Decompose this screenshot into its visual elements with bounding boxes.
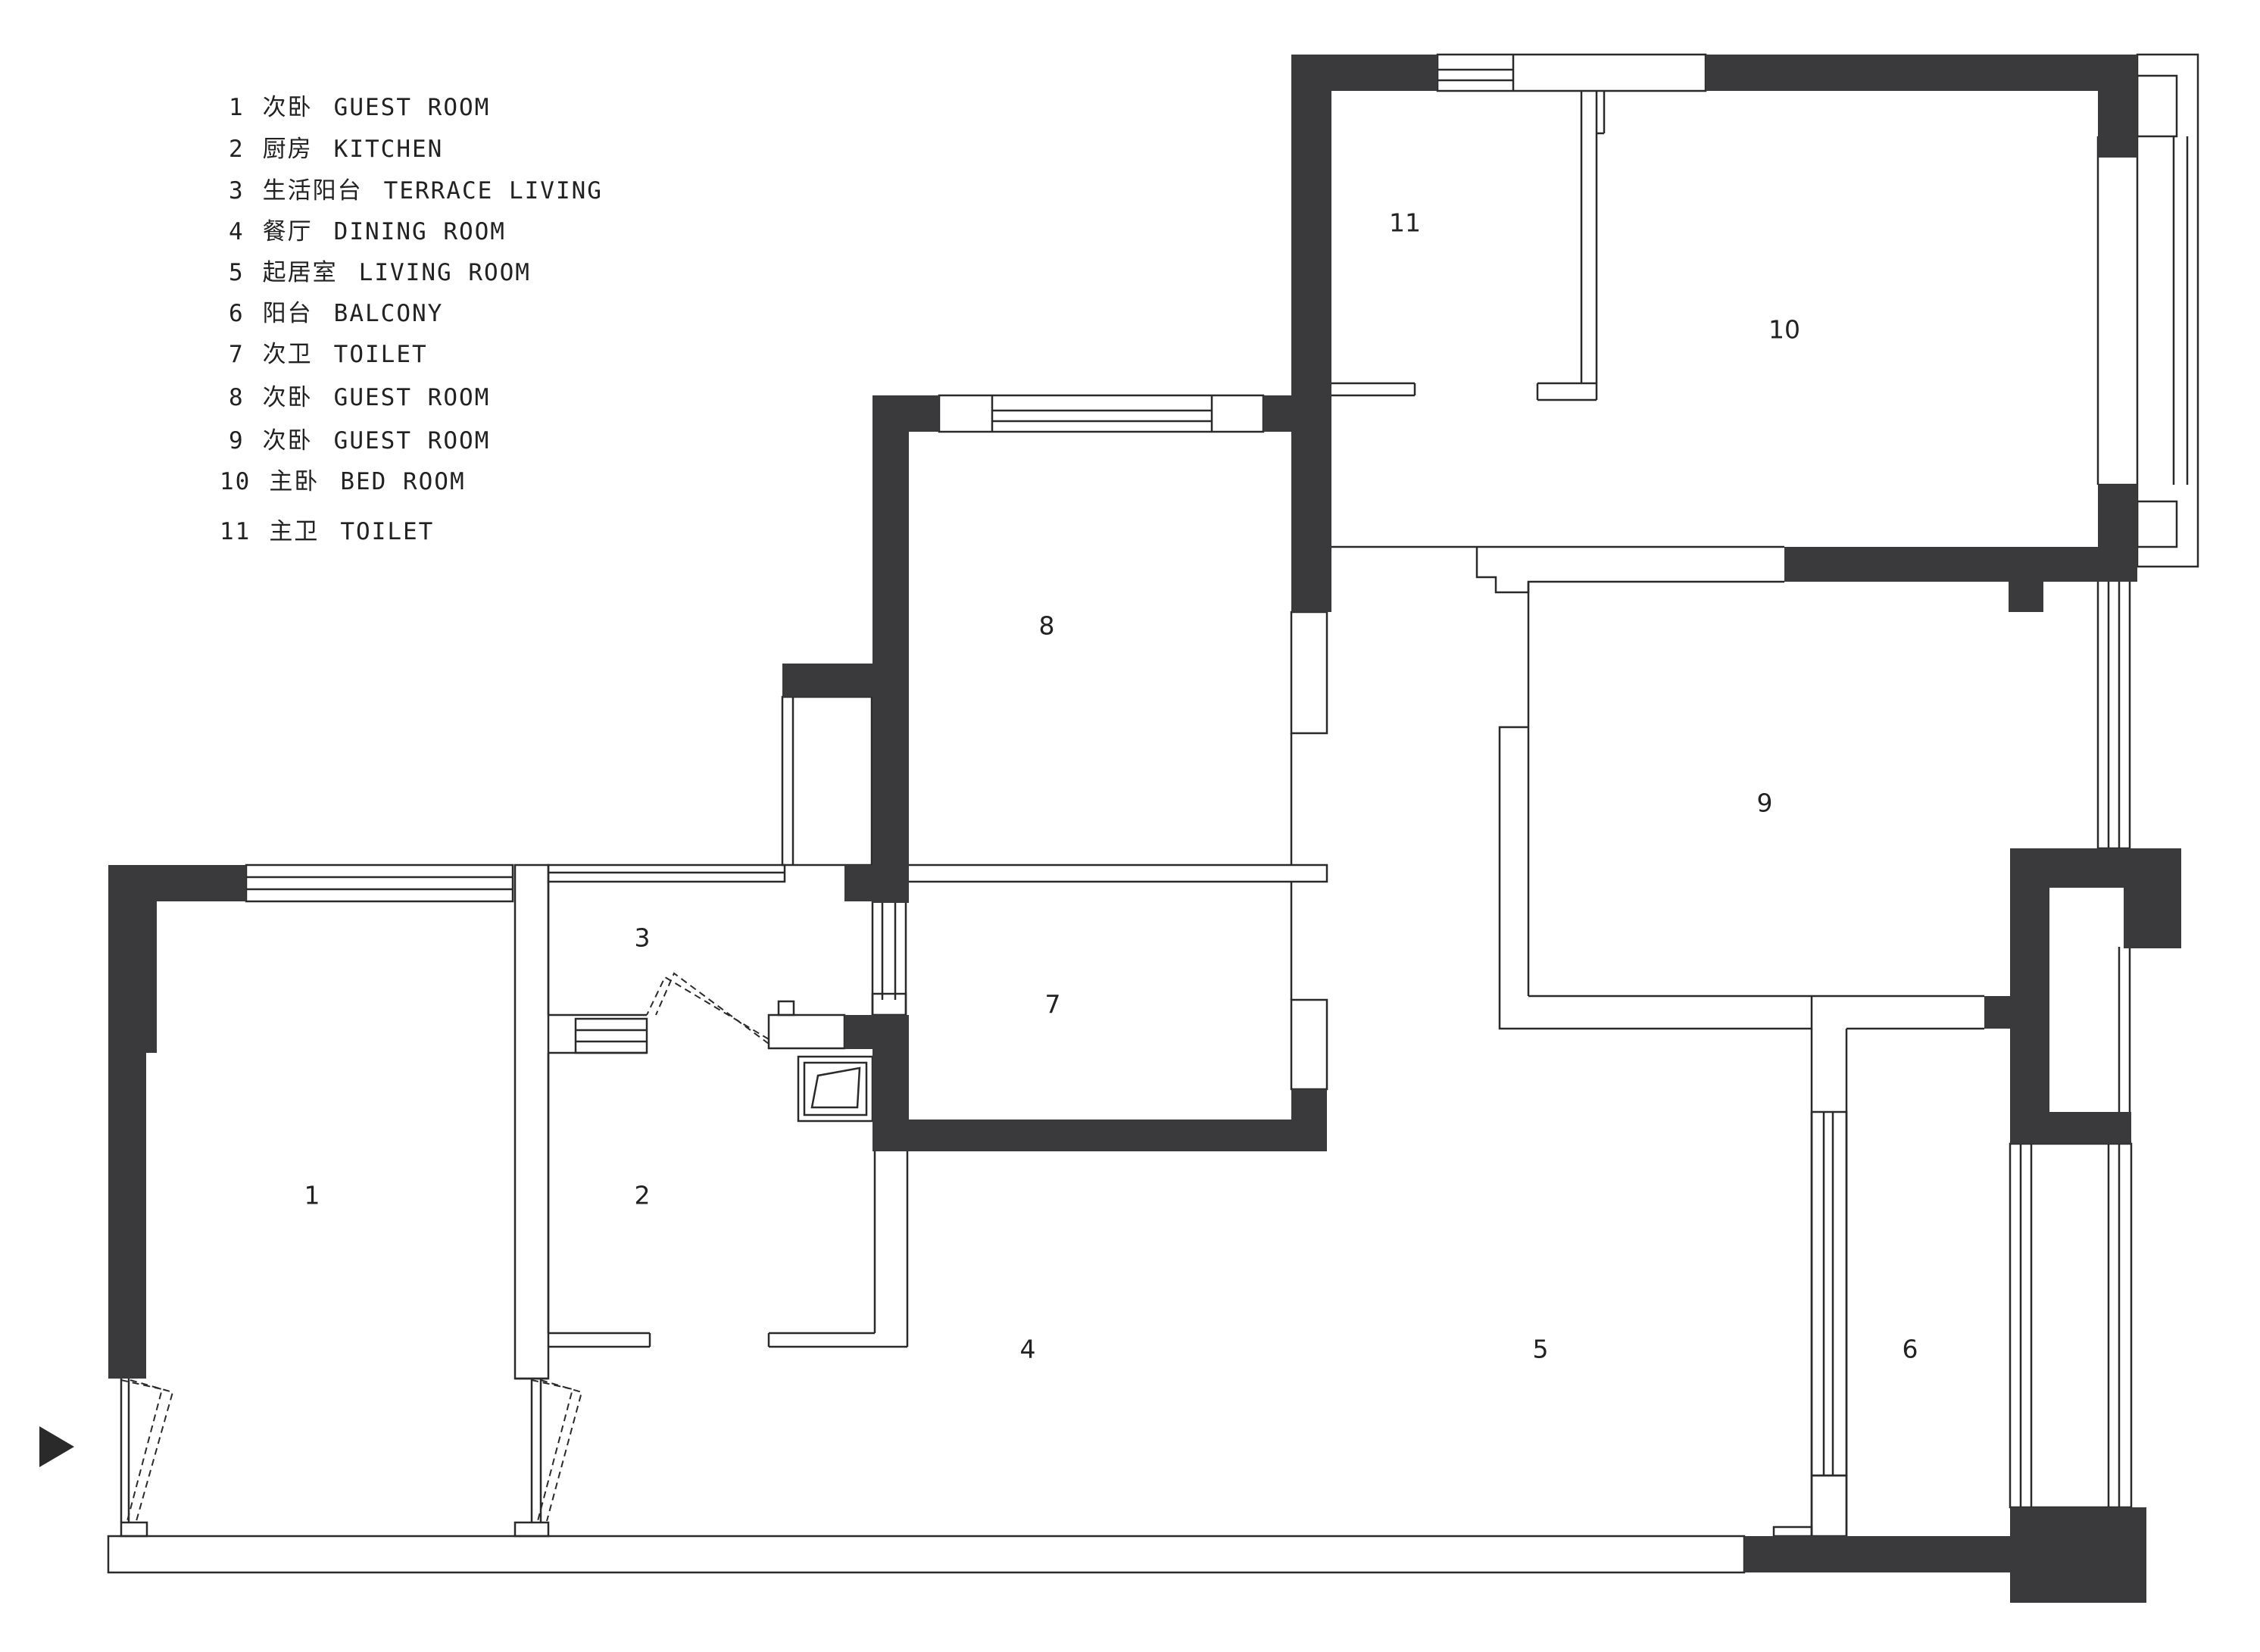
structural-walls	[108, 55, 2181, 1603]
entrance-arrow-icon	[39, 1426, 74, 1467]
partition-lines	[107, 53, 2199, 1574]
room-label-6: 6	[1903, 1335, 1918, 1364]
room-label-7: 7	[1045, 990, 1061, 1020]
room-label-4: 4	[1020, 1335, 1036, 1364]
room-label-1: 1	[304, 1181, 320, 1210]
room-labels: 1 2 3 4 5 6 7 8 9 10 11	[304, 208, 1918, 1364]
door-swings	[120, 972, 769, 1522]
room-label-10: 10	[1768, 315, 1800, 345]
room-label-8: 8	[1039, 611, 1055, 641]
room-label-5: 5	[1533, 1335, 1549, 1364]
room-label-2: 2	[635, 1181, 651, 1210]
room-label-9: 9	[1757, 789, 1773, 818]
room-label-11: 11	[1389, 208, 1421, 238]
room-label-3: 3	[635, 923, 651, 953]
